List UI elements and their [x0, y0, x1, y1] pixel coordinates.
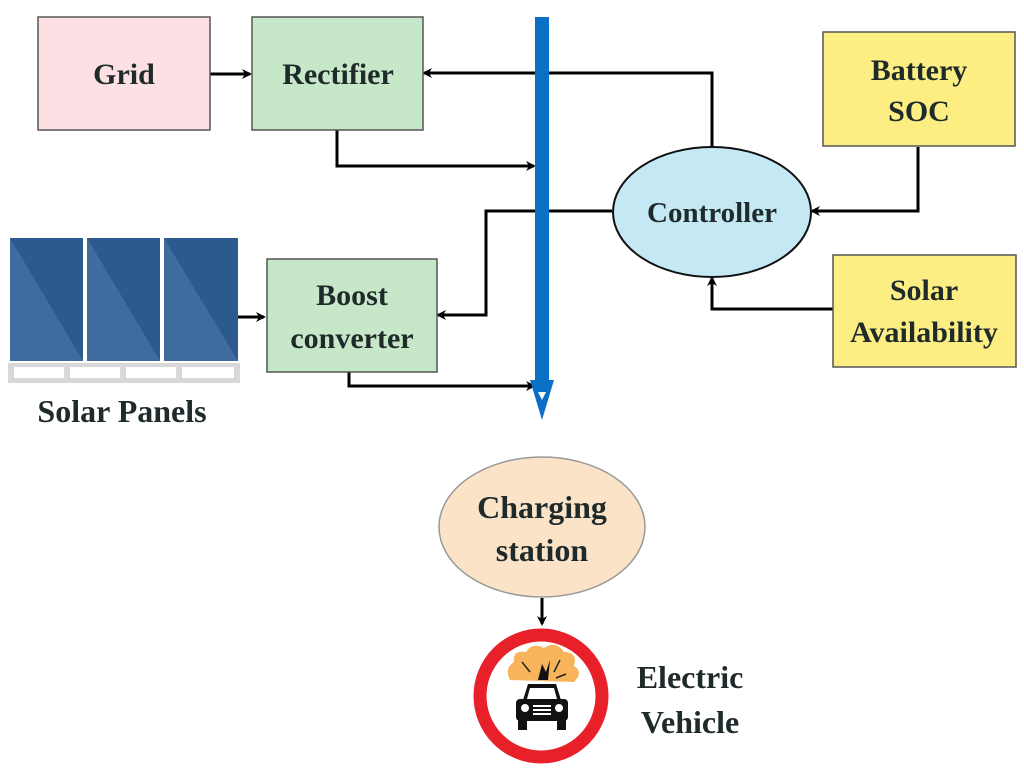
- solar-availability-label-line2: Availability: [850, 316, 998, 349]
- solar-panels-label: Solar Panels: [37, 393, 206, 429]
- grid-label: Grid: [93, 58, 155, 91]
- rectifier-label: Rectifier: [282, 58, 394, 91]
- rectifier-block: Rectifier: [251, 16, 424, 131]
- electric-vehicle-label-line2: Vehicle: [641, 704, 739, 740]
- ev-blast: [507, 644, 579, 682]
- boost-converter-block: Boost converter: [266, 258, 438, 373]
- solar-panel-cell-1: [10, 238, 83, 361]
- grid-box: [37, 16, 211, 131]
- dc-bus: [530, 17, 554, 420]
- solar-panel-cell-3: [164, 238, 238, 361]
- controller-label: Controller: [647, 197, 777, 229]
- solar-availability-label-line1: Solar: [890, 274, 958, 307]
- charging-station-ellipse: [438, 456, 646, 598]
- arrow-battery-to-controller: [810, 147, 920, 216]
- battery-soc-box: [822, 31, 1016, 147]
- boost-converter-box: [266, 258, 438, 373]
- charging-station-label-line1: Charging: [477, 489, 607, 525]
- solar-panel-icon: [8, 238, 240, 383]
- solar-panels-block: Solar Panels: [8, 238, 240, 429]
- electric-vehicle-icon: [473, 628, 609, 764]
- battery-soc-block: Battery SOC: [822, 31, 1016, 147]
- battery-soc-label-line2: SOC: [888, 95, 950, 128]
- boost-converter-label-line1: Boost: [316, 279, 388, 312]
- controller-ellipse: [612, 146, 812, 278]
- solar-availability-box: [832, 254, 1017, 368]
- grid-block: Grid: [37, 16, 211, 131]
- arrow-rectifier-to-bus: [335, 130, 536, 171]
- arrow-controller-to-boost: [436, 209, 612, 320]
- battery-soc-label-line1: Battery: [871, 54, 968, 87]
- charging-station-label-line2: station: [496, 532, 589, 568]
- controller-block: Controller: [612, 146, 812, 278]
- electric-vehicle-label-line1: Electric: [637, 659, 744, 695]
- solar-panel-cell-2: [87, 238, 160, 361]
- arrow-solar-availability-to-controller: [707, 276, 833, 311]
- boost-converter-label-line2: converter: [290, 322, 413, 355]
- solar-availability-block: Solar Availability: [832, 254, 1017, 368]
- electric-vehicle-block: Electric Vehicle: [473, 628, 744, 764]
- arrow-boost-to-bus: [347, 372, 536, 391]
- car-icon: [516, 684, 568, 730]
- arrow-controller-to-rectifier: [422, 68, 714, 147]
- dc-bus-line: [535, 17, 549, 382]
- rectifier-box: [251, 16, 424, 131]
- charging-station-block: Charging station: [438, 456, 646, 598]
